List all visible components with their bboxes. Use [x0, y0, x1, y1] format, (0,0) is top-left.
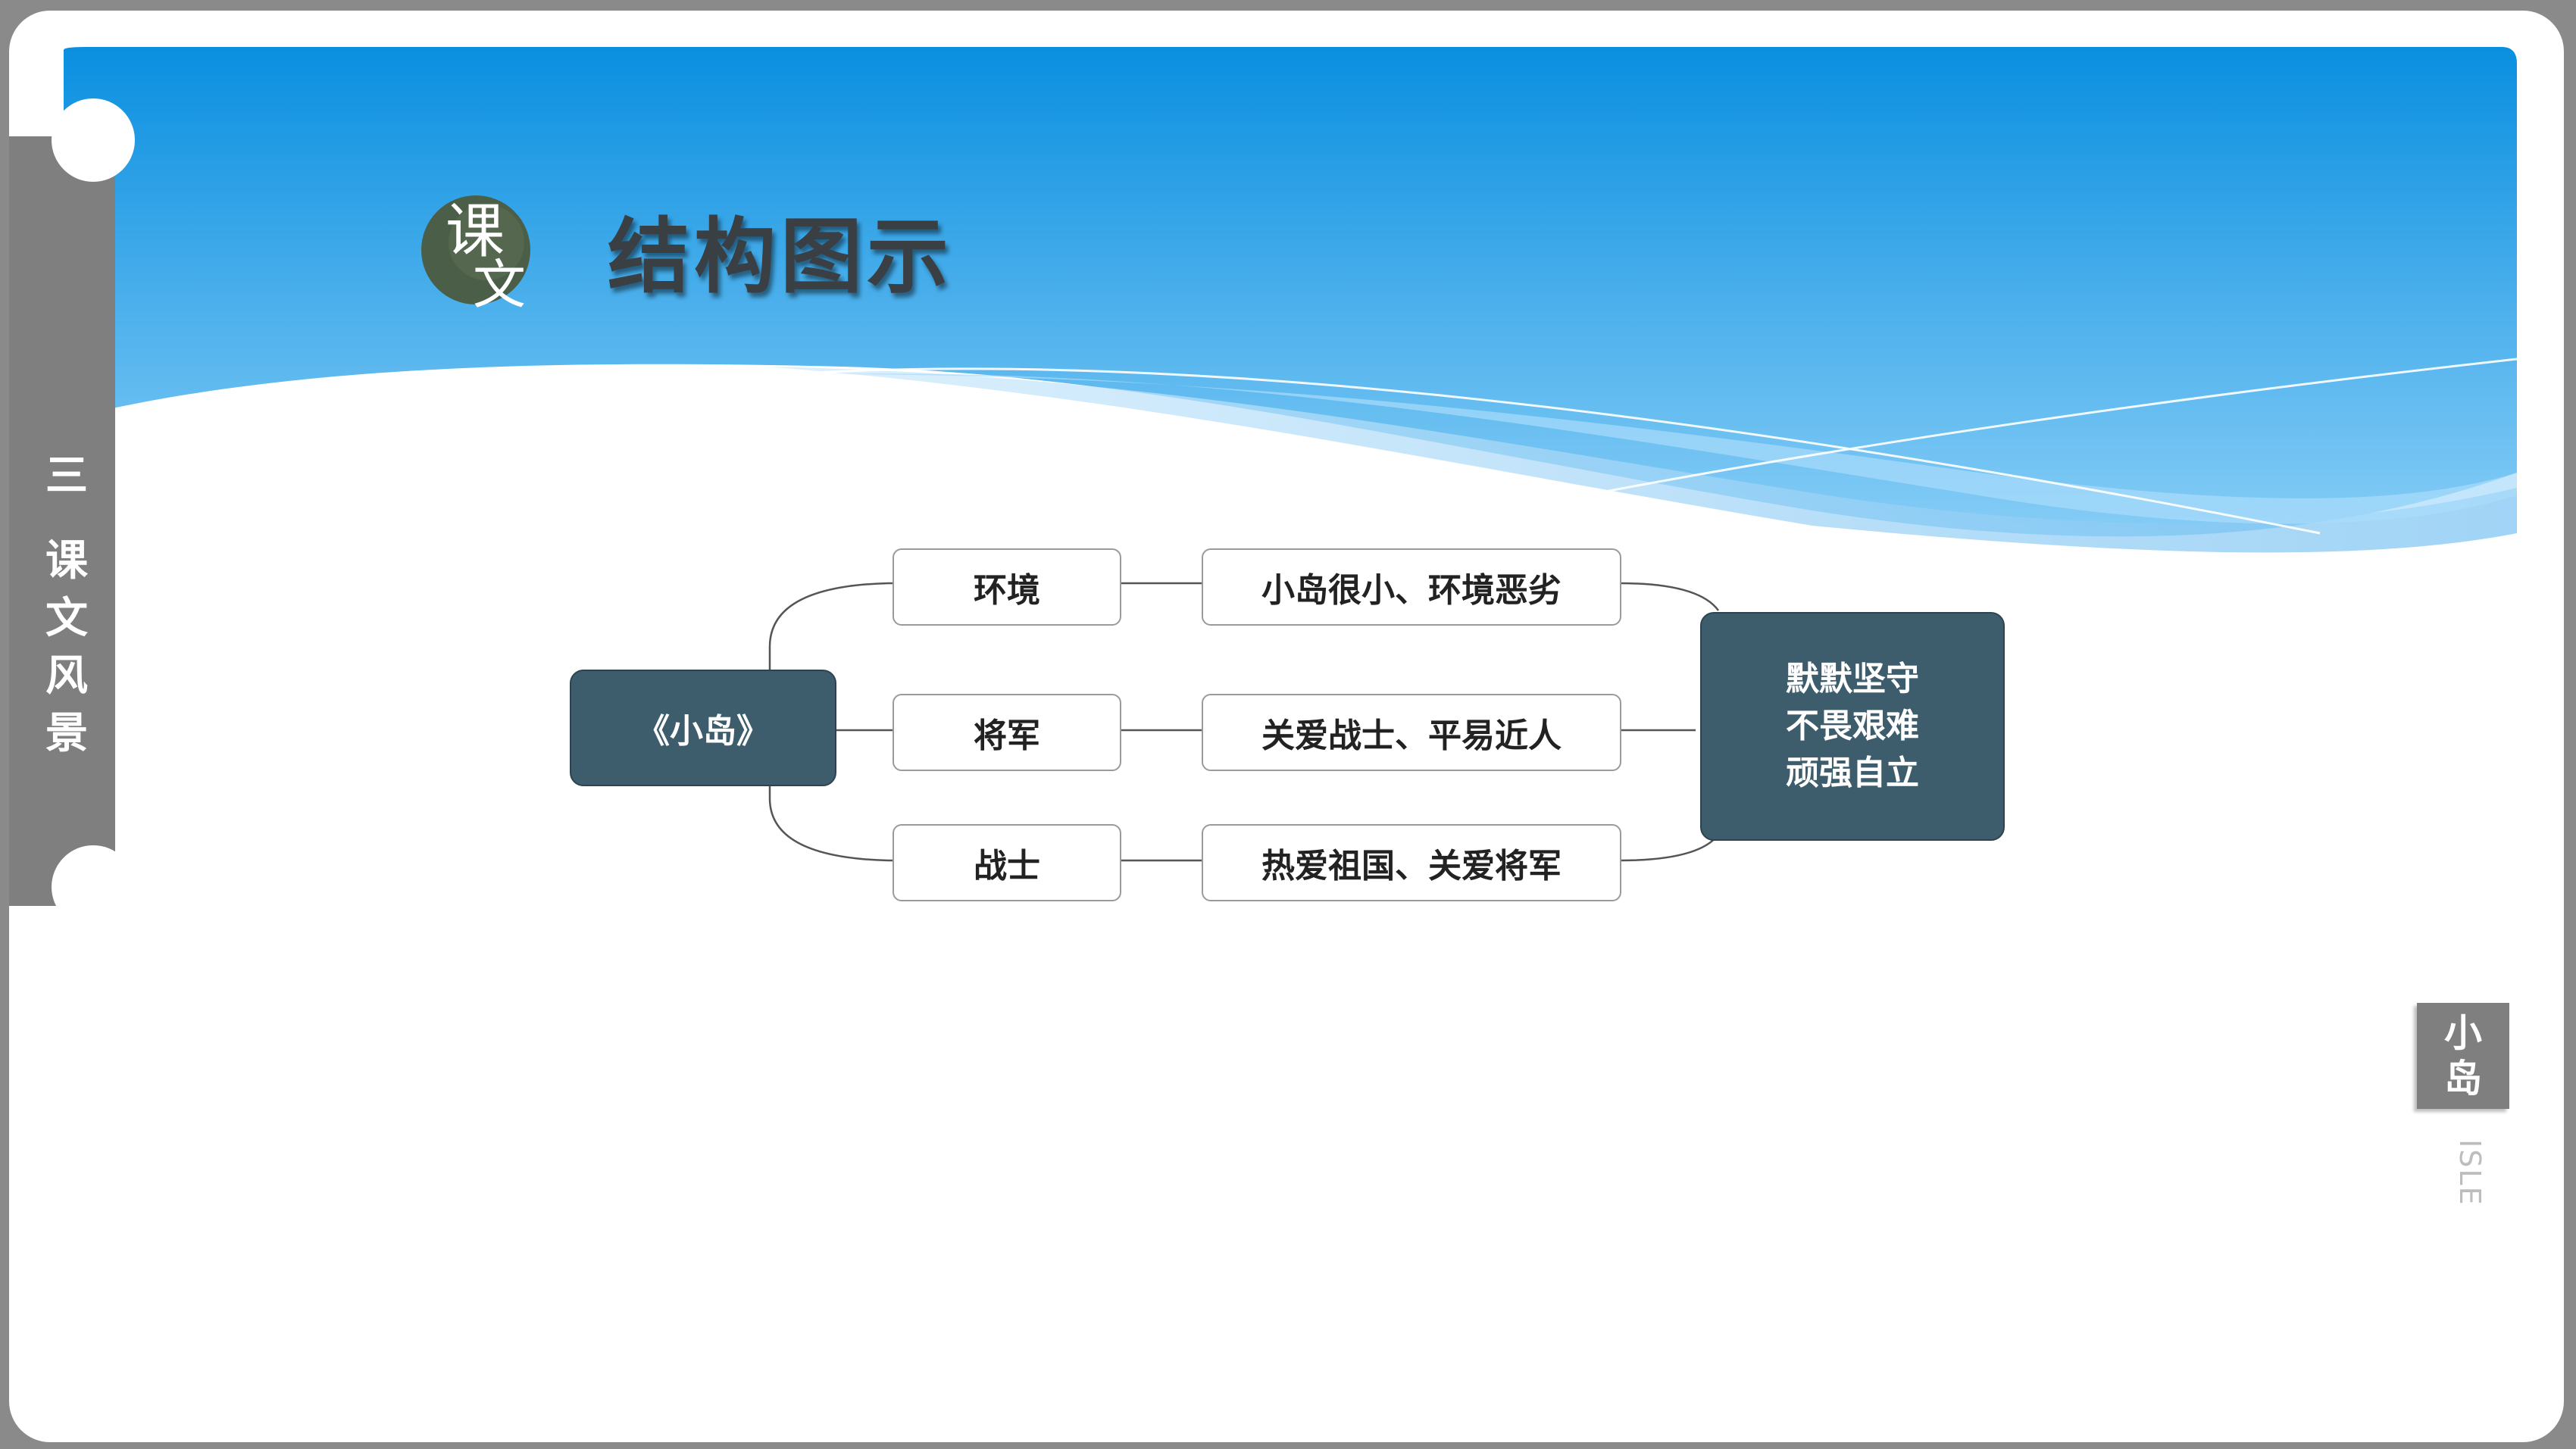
- sidebar-char: 文: [45, 593, 88, 643]
- sidebar-tab: 三 课 文 风 景: [9, 136, 115, 906]
- branch-detail-environment: 小岛很小、环境恶劣: [1202, 548, 1621, 626]
- branch-detail-soldier: 热爱祖国、关爱将军: [1202, 824, 1621, 901]
- sidebar-notch: [52, 845, 135, 929]
- badge-char-1: 课: [445, 198, 505, 266]
- connector-lines: [768, 582, 1720, 862]
- branch-label-environment: 环境: [893, 548, 1121, 626]
- sidebar-notch: [52, 98, 135, 182]
- sidebar-char: 景: [45, 708, 88, 758]
- root-node: 《小岛》: [570, 670, 836, 786]
- branch-label-soldier: 战士: [893, 824, 1121, 901]
- sidebar-char: 三: [45, 451, 88, 501]
- lesson-tag: 小 岛: [2417, 1003, 2509, 1109]
- branch-label-general: 将军: [893, 694, 1121, 771]
- sidebar-char: 课: [45, 536, 88, 586]
- result-node: 默默坚守 不畏艰难 顽强自立: [1700, 612, 2005, 841]
- branch-detail-general: 关爱战士、平易近人: [1202, 694, 1621, 771]
- page-title: 结构图示: [608, 210, 954, 304]
- sidebar-title: 三 课 文 风 景: [29, 447, 105, 762]
- result-line: 顽强自立: [1786, 754, 1919, 792]
- text-badge-icon: 课 文: [421, 195, 530, 311]
- lesson-tag-char: 岛: [2444, 1056, 2482, 1101]
- result-line: 默默坚守: [1786, 660, 1919, 698]
- result-line: 不畏艰难: [1786, 707, 1919, 745]
- badge-char-2: 文: [473, 254, 526, 311]
- sidebar-char: 风: [45, 651, 88, 701]
- lesson-tag-char: 小: [2444, 1010, 2482, 1055]
- slide: 三 课 文 风 景 课 文 结构图示 《小岛》 环境 将军 战士 小: [9, 11, 2564, 1442]
- header-banner: [64, 47, 2518, 553]
- lesson-tag-english: ISLE: [2453, 1139, 2487, 1207]
